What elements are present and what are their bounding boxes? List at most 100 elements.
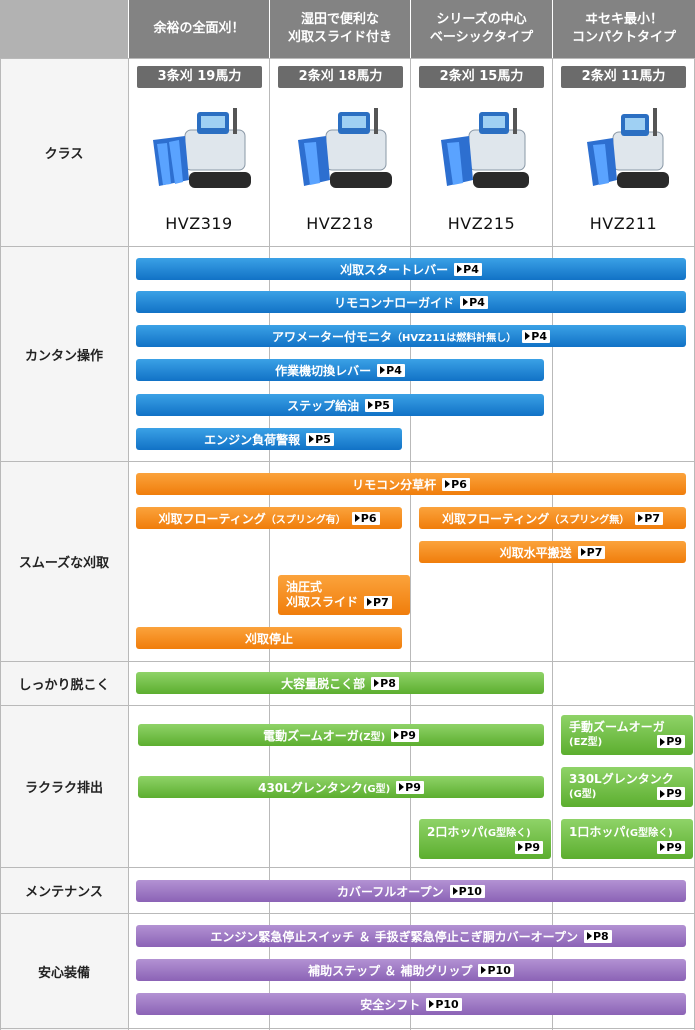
triangle-right-icon — [660, 843, 666, 851]
header-line2: 刈取スライド付き — [287, 30, 392, 45]
feature-label: リモコン分草杆 — [352, 477, 437, 492]
feature-bar: 刈取フローティング（スプリング有） P6 — [136, 507, 402, 529]
category-threshing: しっかり脱こく — [18, 678, 110, 693]
page-ref: P6 — [351, 511, 380, 525]
combine-harvester-image — [587, 108, 669, 188]
page-ref: P9 — [657, 735, 685, 748]
feature-label: 1口ホッパ — [569, 824, 626, 839]
class-spec-badge: 3条刈 19馬力 — [137, 66, 262, 88]
triangle-right-icon — [374, 679, 380, 687]
page-ref-text: P5 — [374, 398, 390, 412]
page-ref: P7 — [577, 545, 606, 559]
row-divider — [0, 867, 695, 868]
header-col-hvz215: シリーズの中心 ベーシックタイプ — [411, 0, 552, 58]
feature-label: 刈取フローティング — [442, 511, 550, 526]
row-divider — [0, 1028, 695, 1029]
category-maintenance: メンテナンス — [25, 885, 103, 900]
feature-label: 油圧式 — [286, 580, 323, 594]
page-ref: P9 — [391, 728, 419, 742]
triangle-right-icon — [452, 887, 458, 895]
feature-label: 刈取スタートレバー — [340, 262, 449, 277]
page-ref-text: P10 — [458, 884, 482, 898]
page-ref: P9 — [515, 840, 543, 854]
feature-label: 330Lグレンタンク — [569, 772, 674, 786]
grid-line — [410, 58, 411, 1030]
model-name: HVZ218 — [306, 214, 374, 233]
page-ref-text: P8 — [592, 929, 609, 943]
feature-note: (Z型) — [358, 731, 386, 743]
feature-bar: リモコンナローガイド P4 — [136, 291, 686, 313]
feature-label: 2口ホッパ — [427, 824, 484, 839]
feature-bar: 330Lグレンタンク (G型) P9 — [561, 767, 693, 807]
feature-label: 手動ズームオーガ — [569, 720, 665, 734]
page-ref-text: P7 — [644, 511, 660, 525]
triangle-right-icon — [586, 932, 592, 940]
feature-bar: 作業機切換レバー P4 — [136, 359, 544, 381]
header-line1: ヰセキ最小！ — [584, 12, 663, 27]
header-line2: コンパクトタイプ — [571, 30, 676, 45]
row-divider — [0, 246, 695, 247]
row-divider — [0, 705, 695, 706]
page-ref-text: P8 — [380, 676, 396, 690]
triangle-right-icon — [525, 332, 531, 340]
page-ref: P4 — [454, 262, 482, 276]
page-ref-text: P7 — [373, 595, 389, 609]
feature-label: 刈取水平搬送 — [499, 545, 572, 560]
page-ref-text: P6 — [451, 477, 467, 491]
page-ref-text: P4 — [463, 262, 479, 276]
page-ref-text: P9 — [666, 840, 682, 854]
page-ref: P7 — [635, 511, 663, 525]
feature-label: 刈取フローティング — [158, 511, 266, 526]
class-spec-badge: 2条刈 15馬力 — [419, 66, 544, 88]
page-ref-text: P4 — [386, 363, 402, 377]
feature-label-line2: (G型) P9 — [569, 787, 693, 802]
header-corner — [0, 0, 128, 58]
feature-bar: 430Lグレンタンク(G型) P9 — [138, 776, 544, 798]
category-column — [0, 59, 128, 1030]
feature-bar: 1口ホッパ(G型除く) P9 — [561, 819, 693, 859]
page-ref: P4 — [460, 295, 488, 309]
feature-bar: エンジン緊急停止スイッチ ＆ 手扱ぎ緊急停止こぎ胴カバーオープン P8 — [136, 925, 686, 947]
feature-label-line1: 2口ホッパ(G型除く) — [427, 825, 531, 841]
feature-label: 刈取停止 — [244, 631, 293, 646]
grid-line — [0, 58, 1, 1030]
feature-note: (G型) — [569, 789, 597, 800]
page-ref-text: P5 — [315, 432, 331, 446]
feature-bar: 手動ズームオーガ (EZ型)P9 — [561, 715, 693, 755]
header-line1: 余裕の全面刈！ — [153, 21, 245, 36]
header-line2: ベーシックタイプ — [429, 30, 534, 45]
page-ref: P4 — [522, 329, 550, 343]
feature-label: 電動ズームオーガ — [263, 728, 359, 743]
feature-bar: 補助ステップ ＆ 補助グリップ P10 — [136, 959, 686, 981]
header-col-hvz319: 余裕の全面刈！ — [129, 0, 269, 58]
page-ref-text: P4 — [531, 329, 547, 343]
combine-harvester-image — [153, 108, 251, 188]
feature-note: (G型除く) — [625, 827, 673, 839]
feature-label: 430Lグレンタンク — [258, 780, 363, 795]
header-line1: シリーズの中心 — [436, 12, 527, 27]
model-name: HVZ319 — [165, 214, 233, 233]
page-ref: P10 — [478, 963, 514, 977]
triangle-right-icon — [463, 298, 469, 306]
category-class: クラス — [44, 147, 84, 162]
triangle-right-icon — [399, 783, 405, 791]
feature-label-line1: 1口ホッパ(G型除く) — [569, 825, 673, 841]
page-ref: P8 — [583, 929, 612, 943]
triangle-right-icon — [394, 731, 400, 739]
model-name: HVZ215 — [447, 214, 516, 233]
feature-label: リモコンナローガイド — [334, 295, 455, 310]
page-ref: P9 — [657, 787, 685, 800]
feature-note: (G型除く) — [483, 827, 531, 839]
header-col-hvz218: 湿田で便利な 刈取スライド付き — [270, 0, 410, 58]
page-ref-text: P9 — [405, 780, 421, 794]
feature-bar: カバーフルオープン P10 — [136, 880, 686, 902]
row-divider — [0, 461, 695, 462]
class-spec-badge: 2条刈 18馬力 — [278, 66, 403, 88]
triangle-right-icon — [660, 737, 666, 746]
feature-label: 安全シフト — [360, 997, 421, 1012]
page-ref: P10 — [449, 884, 485, 898]
model-name: HVZ211 — [589, 214, 658, 233]
triangle-right-icon — [368, 401, 374, 409]
